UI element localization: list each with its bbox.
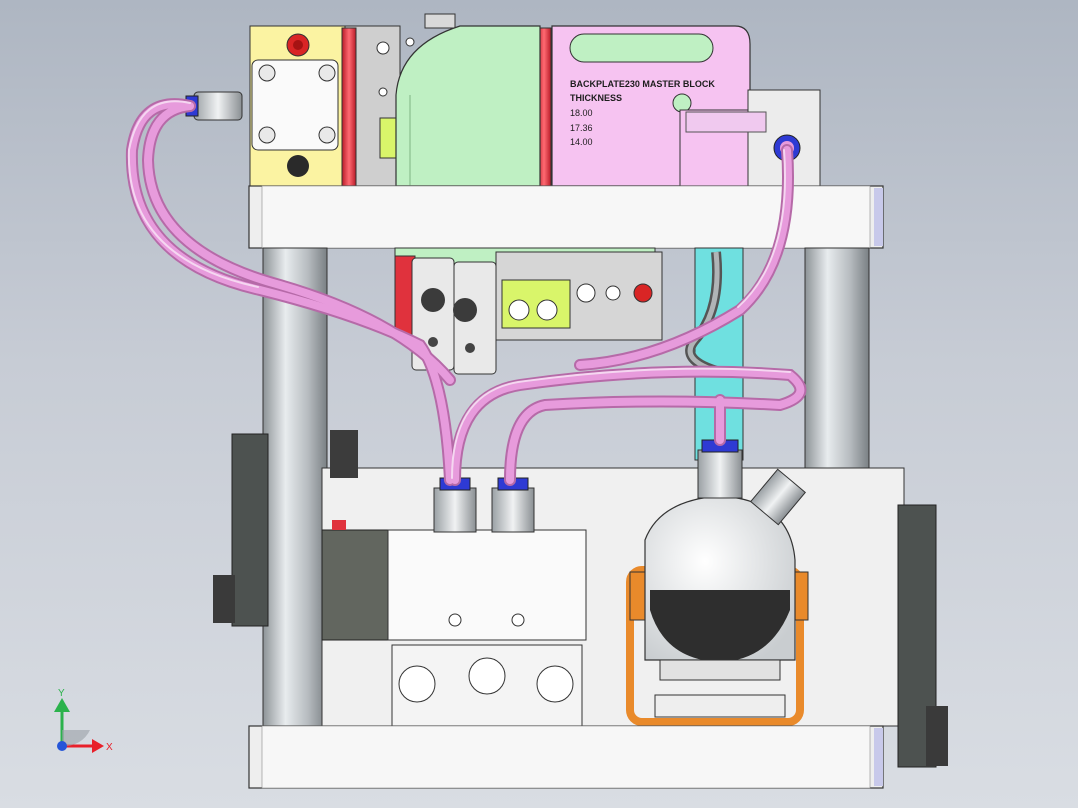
black-knob [287,155,309,177]
valve-fitting-1 [433,487,477,533]
thickness-value-1: 18.00 [570,108,593,118]
thickness-value-2: 17.36 [570,123,593,133]
right-actuator [897,504,937,768]
axis-triad: Y X [54,688,113,753]
actuator-cup [650,590,790,662]
pneumatic-tubes [125,98,807,486]
support-rod-left [262,247,328,727]
solenoid-coil [321,529,389,641]
green-cam-block [395,25,541,187]
thickness-value-3: 14.00 [570,137,593,147]
solenoid-valve-body [387,529,587,641]
valve-fitting-2 [491,487,535,533]
tube-4 [576,146,792,369]
push-fitting-left [193,91,243,121]
backplate-slot [569,33,714,63]
left-actuator [231,433,269,627]
thickness-label: THICKNESS [570,93,622,103]
tube-3 [451,367,805,484]
upper-block-assembly: BACKPLATE230 MASTER BLOCK THICKNESS 18.0… [185,13,821,187]
backplate-title: BACKPLATE230 MASTER BLOCK [570,79,715,89]
tube-2 [143,102,454,384]
x-axis-label: X [106,742,113,753]
red-indicator [633,283,653,303]
actuator-fitting [697,449,743,499]
y-axis-label: Y [58,688,65,699]
lower-assembly [213,430,948,768]
fitting-flange [251,59,339,151]
flange-bolts [258,64,336,144]
tube-1 [127,100,454,484]
red-rod-left [341,27,357,187]
